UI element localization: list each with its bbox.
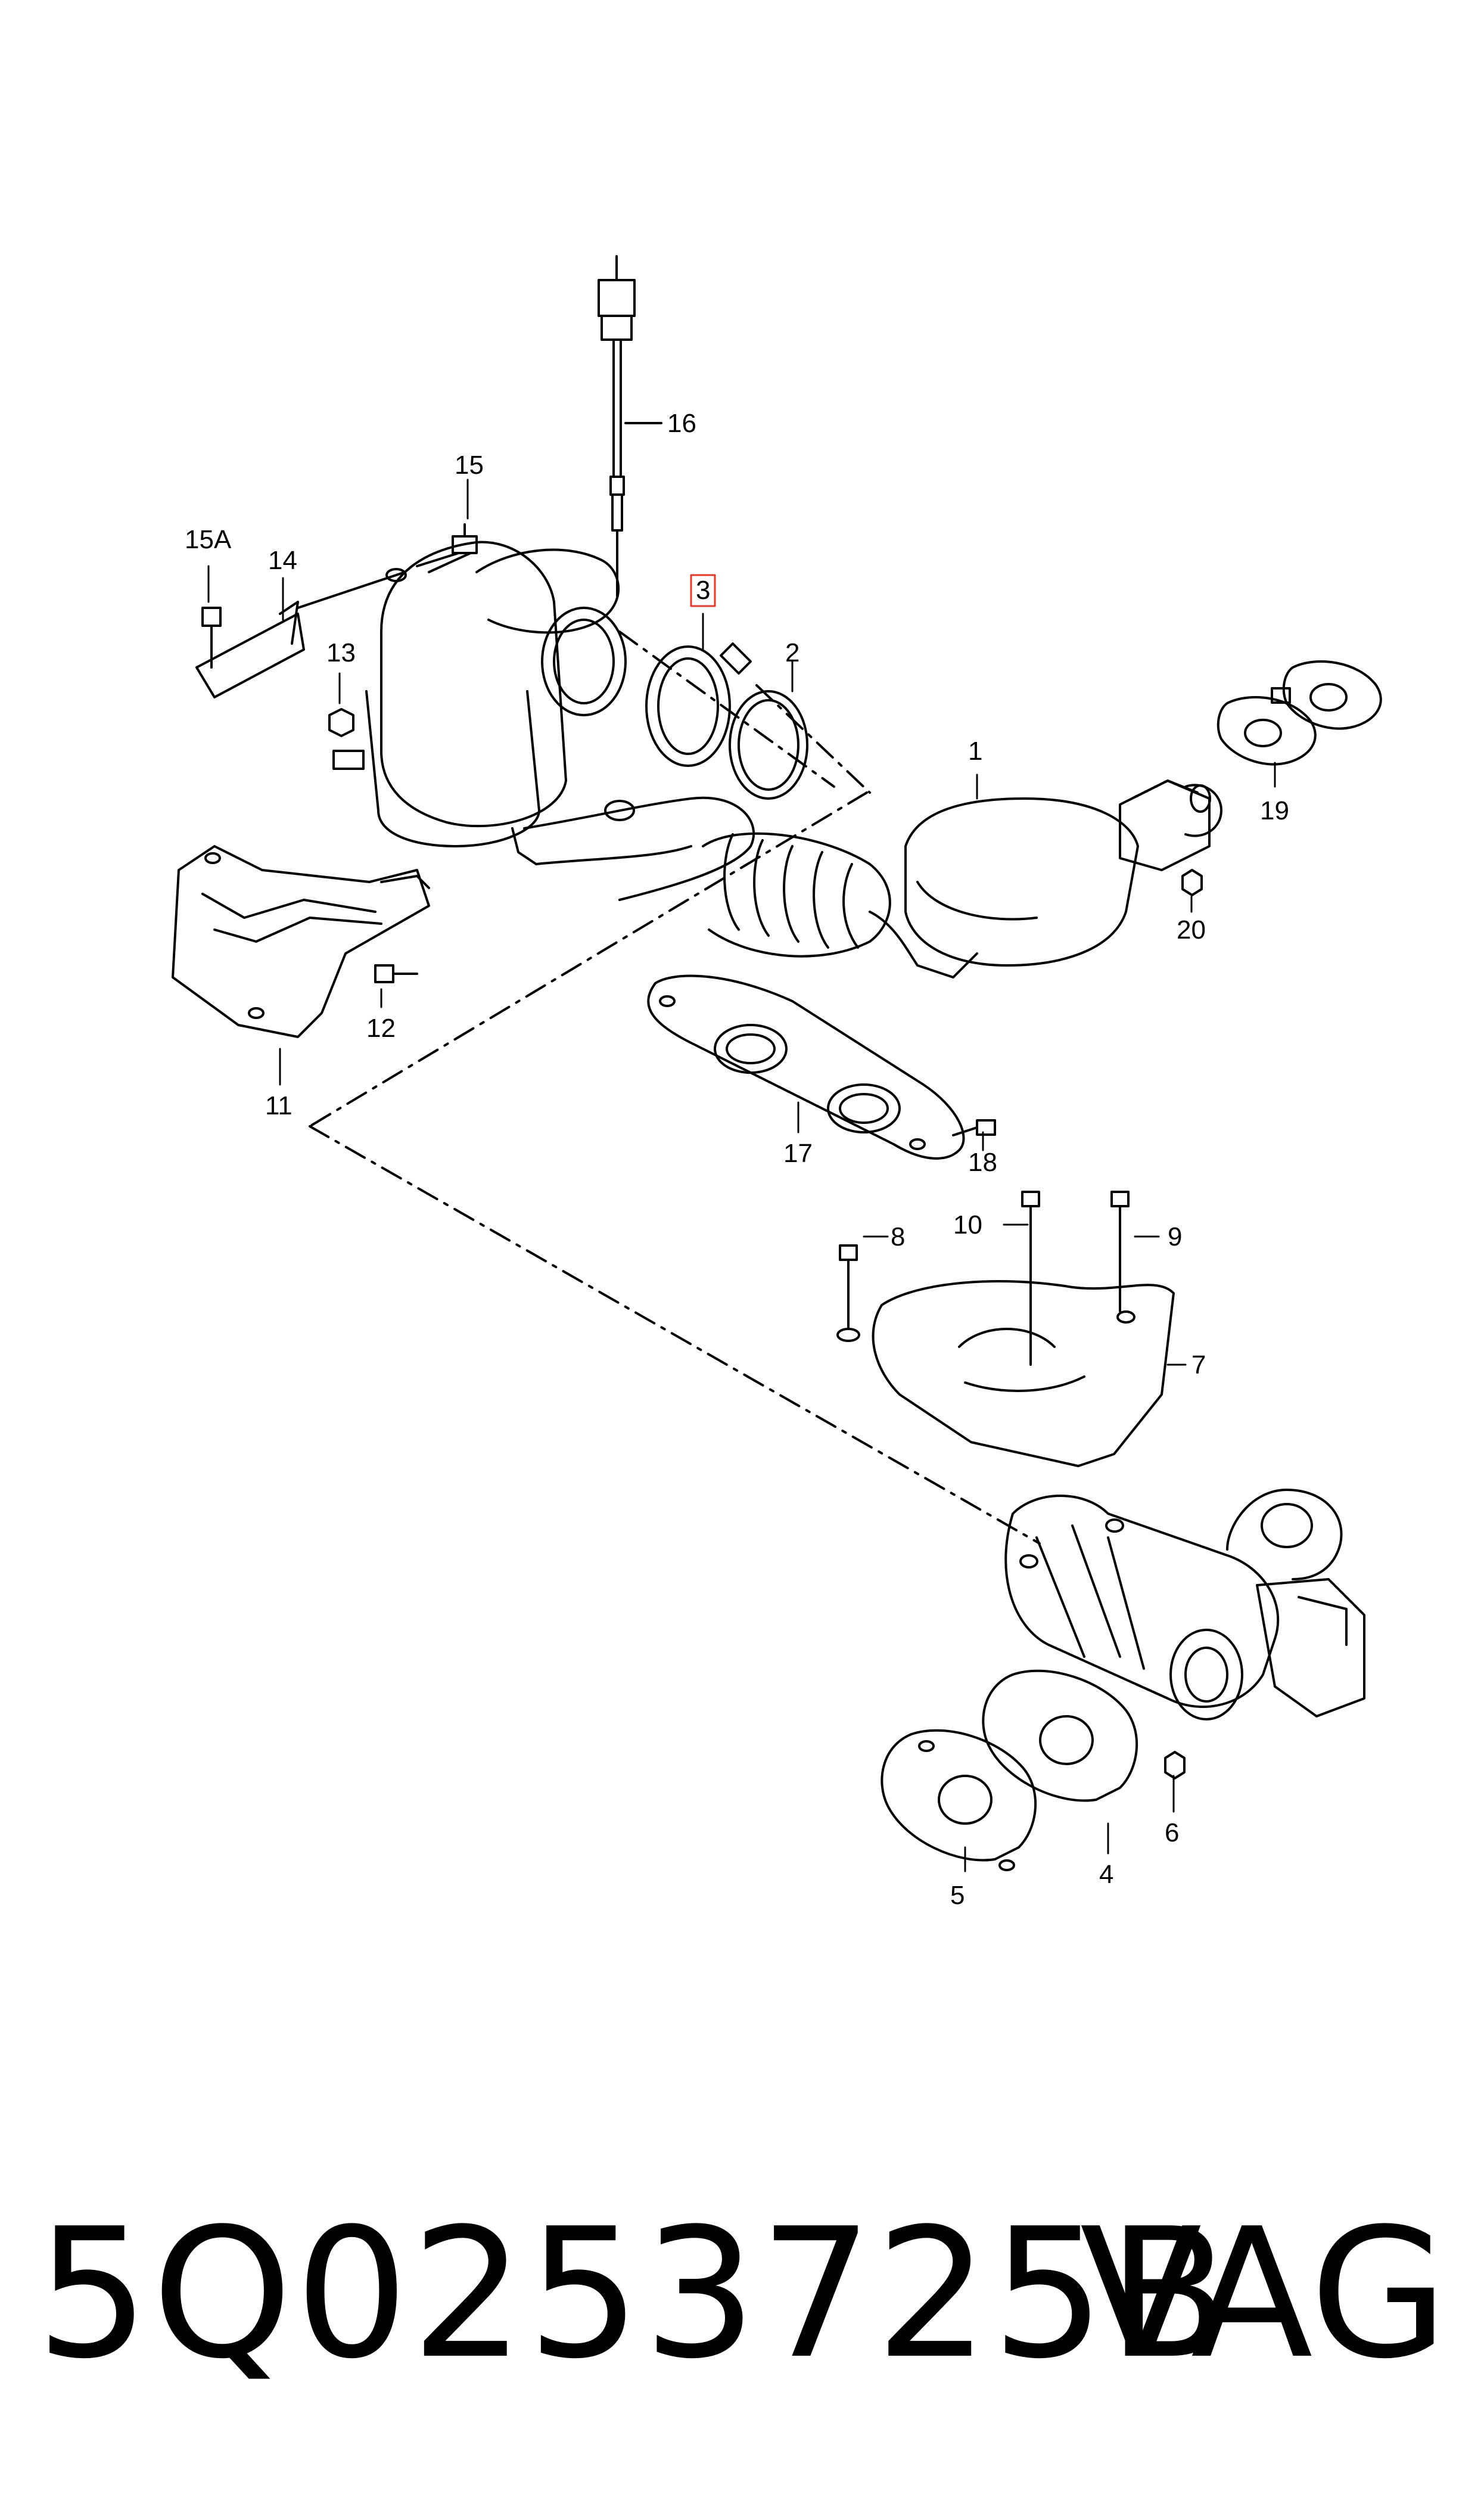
catalytic-converter-part [869,779,1222,979]
callout-17: 17 [783,1139,813,1168]
flex-pipe-part [702,832,891,958]
part-number: 5Q0253725B [36,2190,1233,2398]
callout-3-highlight [690,574,716,607]
callout-15: 15 [455,451,484,480]
callout-3: 3 [696,576,710,605]
callout-5: 5 [950,1881,965,1910]
callout-18: 18 [968,1148,997,1177]
callout-15A: 15A [185,525,232,554]
turbo-heat-shield-part [836,1191,1175,1467]
gasket-clamp-part [645,642,808,800]
callout-9: 9 [1168,1222,1182,1251]
callout-11: 11 [265,1091,293,1120]
callout-7: 7 [1191,1350,1206,1380]
brand-name: VAG [1079,2190,1448,2398]
callout-labels: 1 2 3 4 5 6 7 8 9 10 11 12 13 14 15 15A … [185,409,1289,1910]
callout-20: 20 [1177,915,1206,945]
callout-10: 10 [953,1210,982,1240]
temperature-sensor-part [598,255,662,597]
callout-1: 1 [968,737,982,766]
assembly-dash-lines [309,630,1041,1545]
callout-6: 6 [1165,1818,1179,1847]
heat-shield-part [172,708,430,1038]
callout-13: 13 [326,638,356,667]
callout-leader-lines [207,479,1276,1872]
turbocharger-part [1004,1489,1365,1720]
callout-2: 2 [785,638,799,667]
flange-gasket-part [647,974,996,1160]
rear-flange-part [1181,660,1382,896]
callout-16: 16 [667,409,696,438]
callout-14: 14 [268,546,297,575]
bracket-bolts-part [195,523,478,698]
callout-4: 4 [1099,1860,1113,1889]
callout-12: 12 [366,1014,396,1043]
callout-19: 19 [1260,796,1289,825]
callout-8: 8 [891,1222,905,1251]
particle-filter-body [365,541,755,901]
turbo-gasket-part [881,1669,1186,1871]
